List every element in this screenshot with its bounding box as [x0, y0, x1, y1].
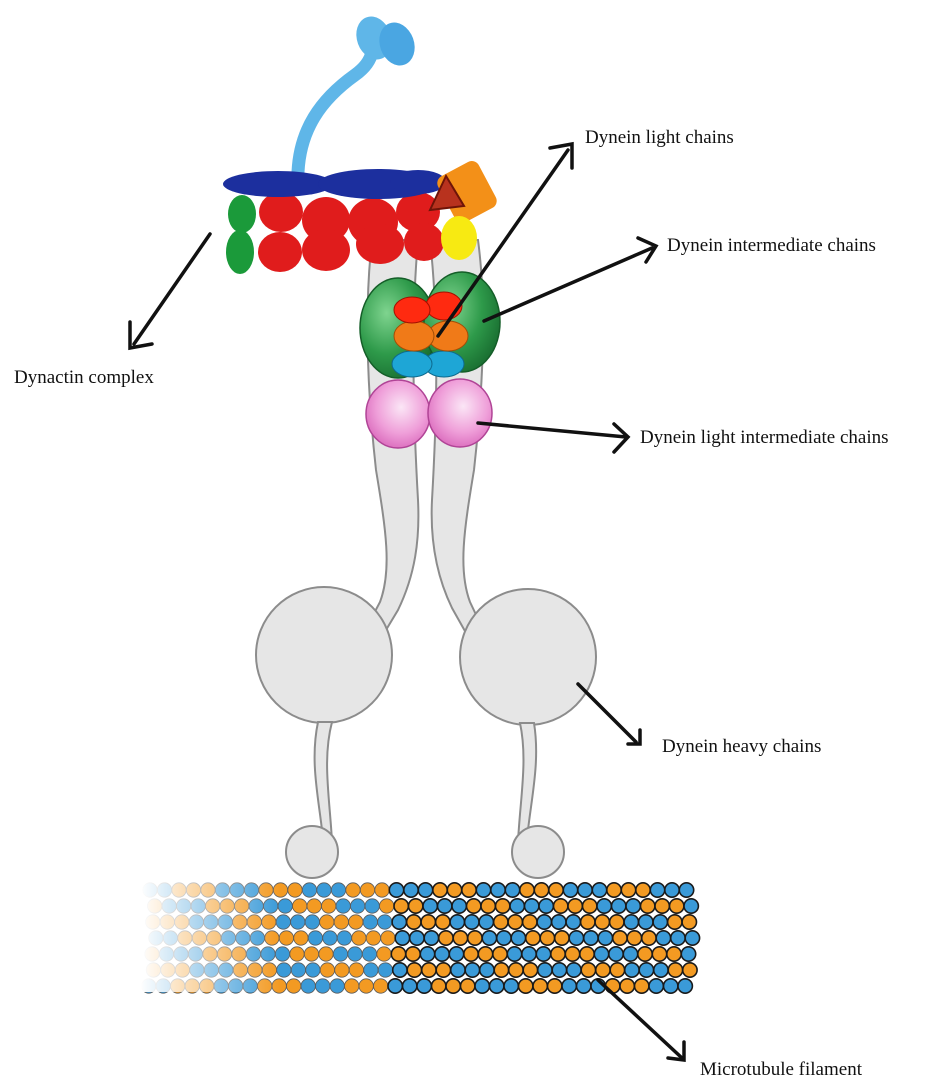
- label-dynein-light-intermediate-chains: Dynein light intermediate chains: [640, 427, 889, 449]
- arrow-dynactin-complex: [134, 234, 210, 344]
- dynein-light-intermediate-chains: [366, 379, 492, 448]
- label-dynein-heavy-chains: Dynein heavy chains: [662, 736, 821, 758]
- label-dynein-intermediate-chains: Dynein intermediate chains: [667, 235, 876, 257]
- arrow-dynein-light-chains-head: [550, 144, 572, 168]
- arrow-dynein-heavy-chains: [578, 684, 636, 742]
- left-heavy-chain-stem: [300, 722, 332, 842]
- microtubule-fade-overlay: [140, 882, 700, 992]
- arrow-dynein-intermediate-chains: [484, 248, 652, 321]
- label-dynactin-complex: Dynactin complex: [14, 367, 154, 389]
- right-heavy-chain-stem: [518, 723, 548, 842]
- left-heavy-chain-foot: [286, 826, 338, 878]
- dynein-light-chains: [392, 292, 468, 377]
- label-microtubule-filament: Microtubule filament: [700, 1059, 862, 1081]
- right-heavy-chain-foot: [512, 826, 564, 878]
- dynactin-complex: [223, 12, 500, 274]
- left-heavy-chain-head: [256, 587, 392, 723]
- right-heavy-chain-head: [460, 589, 596, 725]
- label-dynein-light-chains: Dynein light chains: [585, 127, 734, 149]
- arrow-dynein-light-intermediate-chains: [478, 423, 626, 437]
- dynactin-arm: [298, 52, 372, 172]
